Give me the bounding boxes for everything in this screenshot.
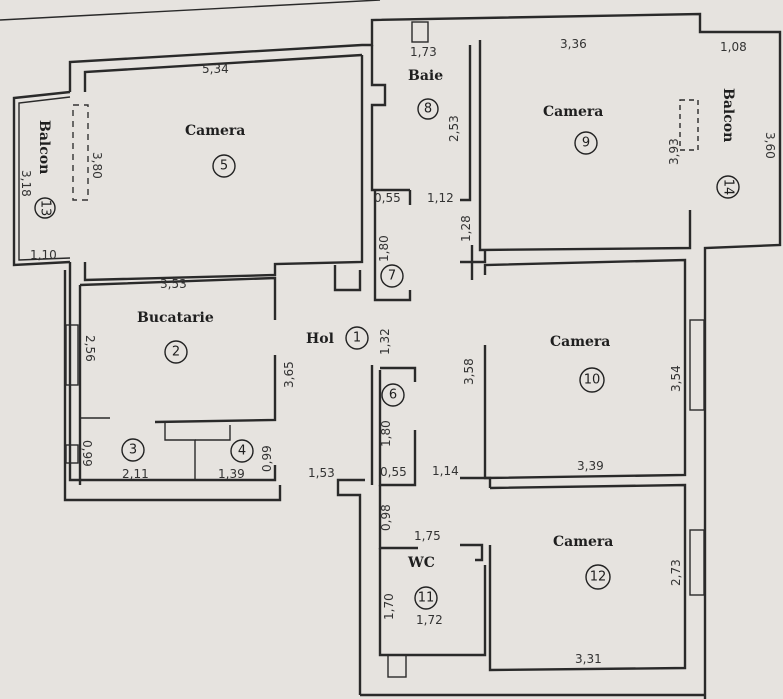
dim-r4-width: 1,39 xyxy=(218,467,245,481)
right-walls xyxy=(360,200,705,697)
dim-bucatarie-width: 3,53 xyxy=(160,277,187,291)
dim-r7-a: 0,55 xyxy=(374,191,401,205)
dim-camera10-width: 3,39 xyxy=(577,459,604,473)
room-number-11: 11 xyxy=(418,591,435,606)
dim-camera12-width: 3,31 xyxy=(575,652,602,666)
room-number-7: 7 xyxy=(388,269,396,284)
room-number-5: 5 xyxy=(220,159,228,174)
room-number-10: 10 xyxy=(584,373,601,388)
room-number-12: 12 xyxy=(590,570,607,585)
wc-walls xyxy=(370,365,487,678)
dim-r3-side: 0,99 xyxy=(80,440,94,467)
dim-hol-g: 1,75 xyxy=(414,529,441,543)
dim-r3-width: 2,11 xyxy=(122,467,149,481)
dim-balcon14-len: 3,60 xyxy=(763,132,777,159)
room-number-4: 4 xyxy=(238,444,246,459)
dim-balcon13-len: 3,18 xyxy=(19,170,33,197)
dim-camera5-width: 5,34 xyxy=(202,62,229,76)
balcon-13 xyxy=(12,90,89,267)
page-border xyxy=(0,0,381,21)
dim-camera10-len: 3,54 xyxy=(669,365,683,392)
dim-r7-len: 1,80 xyxy=(377,235,391,262)
room-label-baie: Baie xyxy=(408,68,443,84)
dim-r4-side: 0,99 xyxy=(260,445,274,472)
dim-r6-a: 0,55 xyxy=(380,465,407,479)
dim-camera12-len: 2,73 xyxy=(669,559,683,586)
dim-r6-len: 1,80 xyxy=(379,420,393,447)
room-label-wc: WC xyxy=(407,555,435,571)
room-number-14: 14 xyxy=(721,179,736,196)
room-label-hol: Hol xyxy=(306,331,334,347)
room-number-2: 2 xyxy=(172,345,180,360)
room-number-6: 6 xyxy=(389,388,397,403)
room-number-9: 9 xyxy=(582,136,590,151)
dim-r7-b: 1,12 xyxy=(427,191,454,205)
dim-bucatarie-len: 3,65 xyxy=(282,361,296,388)
dim-hol-e: 3,58 xyxy=(462,358,476,385)
room-number-8: 8 xyxy=(424,102,432,117)
dim-camera9-len: 3,93 xyxy=(667,138,681,165)
baie-walls xyxy=(370,21,699,302)
dim-hol-a: 1,28 xyxy=(459,215,473,242)
room-label-camera-5: Camera xyxy=(185,123,245,139)
dim-wc-len: 1,70 xyxy=(382,593,396,620)
dim-camera9-width: 3,36 xyxy=(560,37,587,51)
dim-hol-b: 1,32 xyxy=(378,328,392,355)
room-number-13: 13 xyxy=(38,200,53,217)
room-number-3: 3 xyxy=(129,443,137,458)
dim-baie-len: 2,53 xyxy=(447,115,461,142)
room-label-camera-10: Camera xyxy=(550,334,610,350)
dim-camera5-side: 3,80 xyxy=(90,152,104,179)
dim-hol-d: 1,14 xyxy=(432,464,459,478)
dim-hol-f: 0,98 xyxy=(379,504,393,531)
room-label-bucatarie: Bucatarie xyxy=(137,310,214,326)
room-label-camera-12: Camera xyxy=(553,534,613,550)
dim-wc-width: 1,72 xyxy=(416,613,443,627)
outer-walls xyxy=(63,12,782,699)
room-number-1: 1 xyxy=(353,331,361,346)
dim-bucatarie-side: 2,56 xyxy=(83,335,97,362)
dim-balcon14-width: 1,08 xyxy=(720,40,747,54)
bucatarie-walls xyxy=(65,276,277,482)
dim-balcon13-width: 1,10 xyxy=(30,248,57,262)
room-label-balcon-13: Balcon xyxy=(36,120,52,174)
room-label-camera-9: Camera xyxy=(543,104,603,120)
room-label-balcon-14: Balcon xyxy=(720,88,736,142)
dim-baie-width: 1,73 xyxy=(410,45,437,59)
dim-hol-c: 1,53 xyxy=(308,466,335,480)
